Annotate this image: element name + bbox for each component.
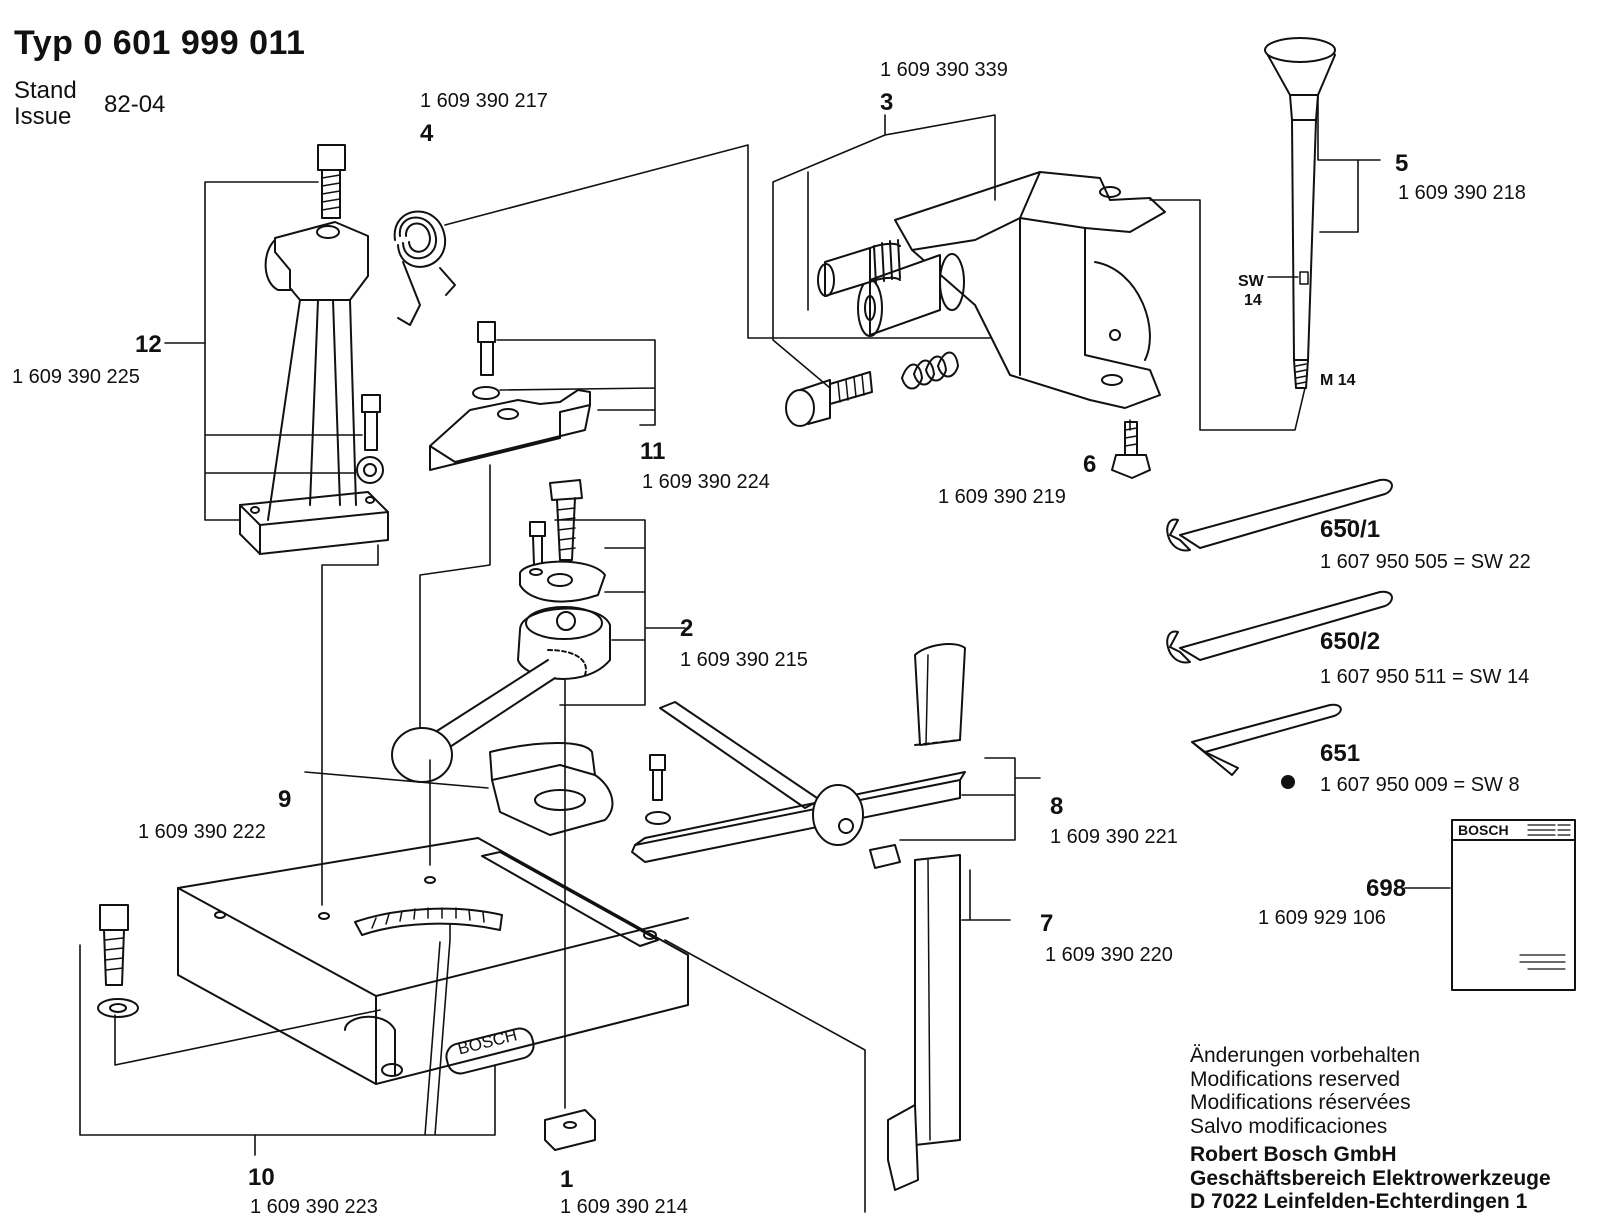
pos-650-1: 650/1: [1320, 516, 1381, 543]
part-number-6: 1 609 390 219: [938, 486, 1066, 508]
marker-dot-icon: [1281, 775, 1295, 789]
guide-plate: [429, 321, 591, 471]
thread-label: M 14: [1320, 372, 1356, 389]
part-number-9: 1 609 390 222: [138, 821, 266, 843]
company-location: D 7022 Leinfelden-Echterdingen 1: [1190, 1190, 1528, 1213]
open-end-wrench-22: [1166, 478, 1393, 552]
pos-8: 8: [1050, 793, 1064, 820]
part-number-10: 1 609 390 223: [250, 1196, 378, 1218]
pos-650-2: 650/2: [1320, 628, 1381, 655]
pos-651: 651: [1320, 740, 1361, 767]
part-number-5: 1 609 390 218: [1398, 182, 1526, 204]
manual-booklet: [1451, 819, 1576, 991]
part-number-650-2: 1 607 950 511 = SW 14: [1320, 666, 1530, 688]
feed-lever: [1264, 37, 1336, 389]
modifications-note: Änderungen vorbehalten Modifications res…: [1190, 1044, 1420, 1138]
part-number-1: 1 609 390 214: [560, 1196, 688, 1218]
note-line-en: Modifications reserved: [1190, 1067, 1401, 1091]
upright-rail: [887, 643, 966, 1191]
company-division: Geschäftsbereich Elektrowerkzeuge: [1190, 1166, 1551, 1190]
depth-stop-bracket: [489, 742, 614, 836]
pos-2: 2: [680, 615, 694, 642]
base-plate: [177, 837, 689, 1085]
clamp-assembly: [391, 479, 611, 783]
pos-6: 6: [1083, 451, 1097, 478]
wrench-size-value: 14: [1244, 292, 1262, 309]
guide-rods: [631, 701, 966, 869]
column-bracket: [239, 144, 389, 555]
pos-7: 7: [1040, 910, 1054, 937]
company-name: Robert Bosch GmbH: [1190, 1143, 1397, 1166]
part-number-11: 1 609 390 224: [642, 471, 770, 493]
part-number-4: 1 609 390 217: [420, 90, 548, 112]
pos-1: 1: [560, 1166, 574, 1193]
hex-key: [1191, 703, 1342, 776]
part-number-650-1: 1 607 950 505 = SW 22: [1320, 551, 1531, 573]
torsion-spring: [393, 210, 456, 326]
part-number-7: 1 609 390 220: [1045, 944, 1173, 966]
leader-lines: [79, 94, 1451, 1213]
part-number-698: 1 609 929 106: [1258, 907, 1386, 929]
wrench-size-label: SW: [1238, 273, 1264, 290]
note-line-es: Salvo modificaciones: [1190, 1114, 1388, 1138]
stand-label: Stand: [14, 77, 77, 104]
part-number-3: 1 609 390 339: [880, 59, 1008, 81]
holder-housing: [817, 171, 1166, 409]
document-title: Typ 0 601 999 011: [14, 24, 306, 62]
part-number-8: 1 609 390 221: [1050, 826, 1178, 848]
hex-screw: [1111, 421, 1151, 479]
pos-698: 698: [1366, 875, 1407, 902]
issue-label: Issue: [14, 103, 72, 130]
part-number-12: 1 609 390 225: [12, 366, 140, 388]
base-brand-badge: [445, 1027, 535, 1075]
square-nut: [544, 1109, 596, 1151]
pos-12: 12: [135, 331, 162, 358]
pos-11: 11: [640, 438, 666, 465]
note-line-fr: Modifications réservées: [1190, 1091, 1411, 1114]
issue-date: 82-04: [104, 91, 166, 118]
company-address: Robert Bosch GmbH Geschäftsbereich Elekt…: [1190, 1143, 1551, 1214]
pos-4: 4: [420, 120, 434, 147]
note-line-de: Änderungen vorbehalten: [1190, 1044, 1421, 1067]
pos-3: 3: [880, 89, 894, 116]
part-number-651: 1 607 950 009 = SW 8: [1320, 774, 1520, 796]
manual-brand: BOSCH: [1458, 822, 1509, 838]
base-screw: [97, 904, 139, 1018]
part-number-2: 1 609 390 215: [680, 649, 808, 671]
pos-9: 9: [278, 786, 292, 813]
clamp-screw: [785, 351, 959, 427]
open-end-wrench-14: [1166, 590, 1393, 664]
pos-5: 5: [1395, 150, 1409, 177]
pos-10: 10: [248, 1164, 275, 1191]
